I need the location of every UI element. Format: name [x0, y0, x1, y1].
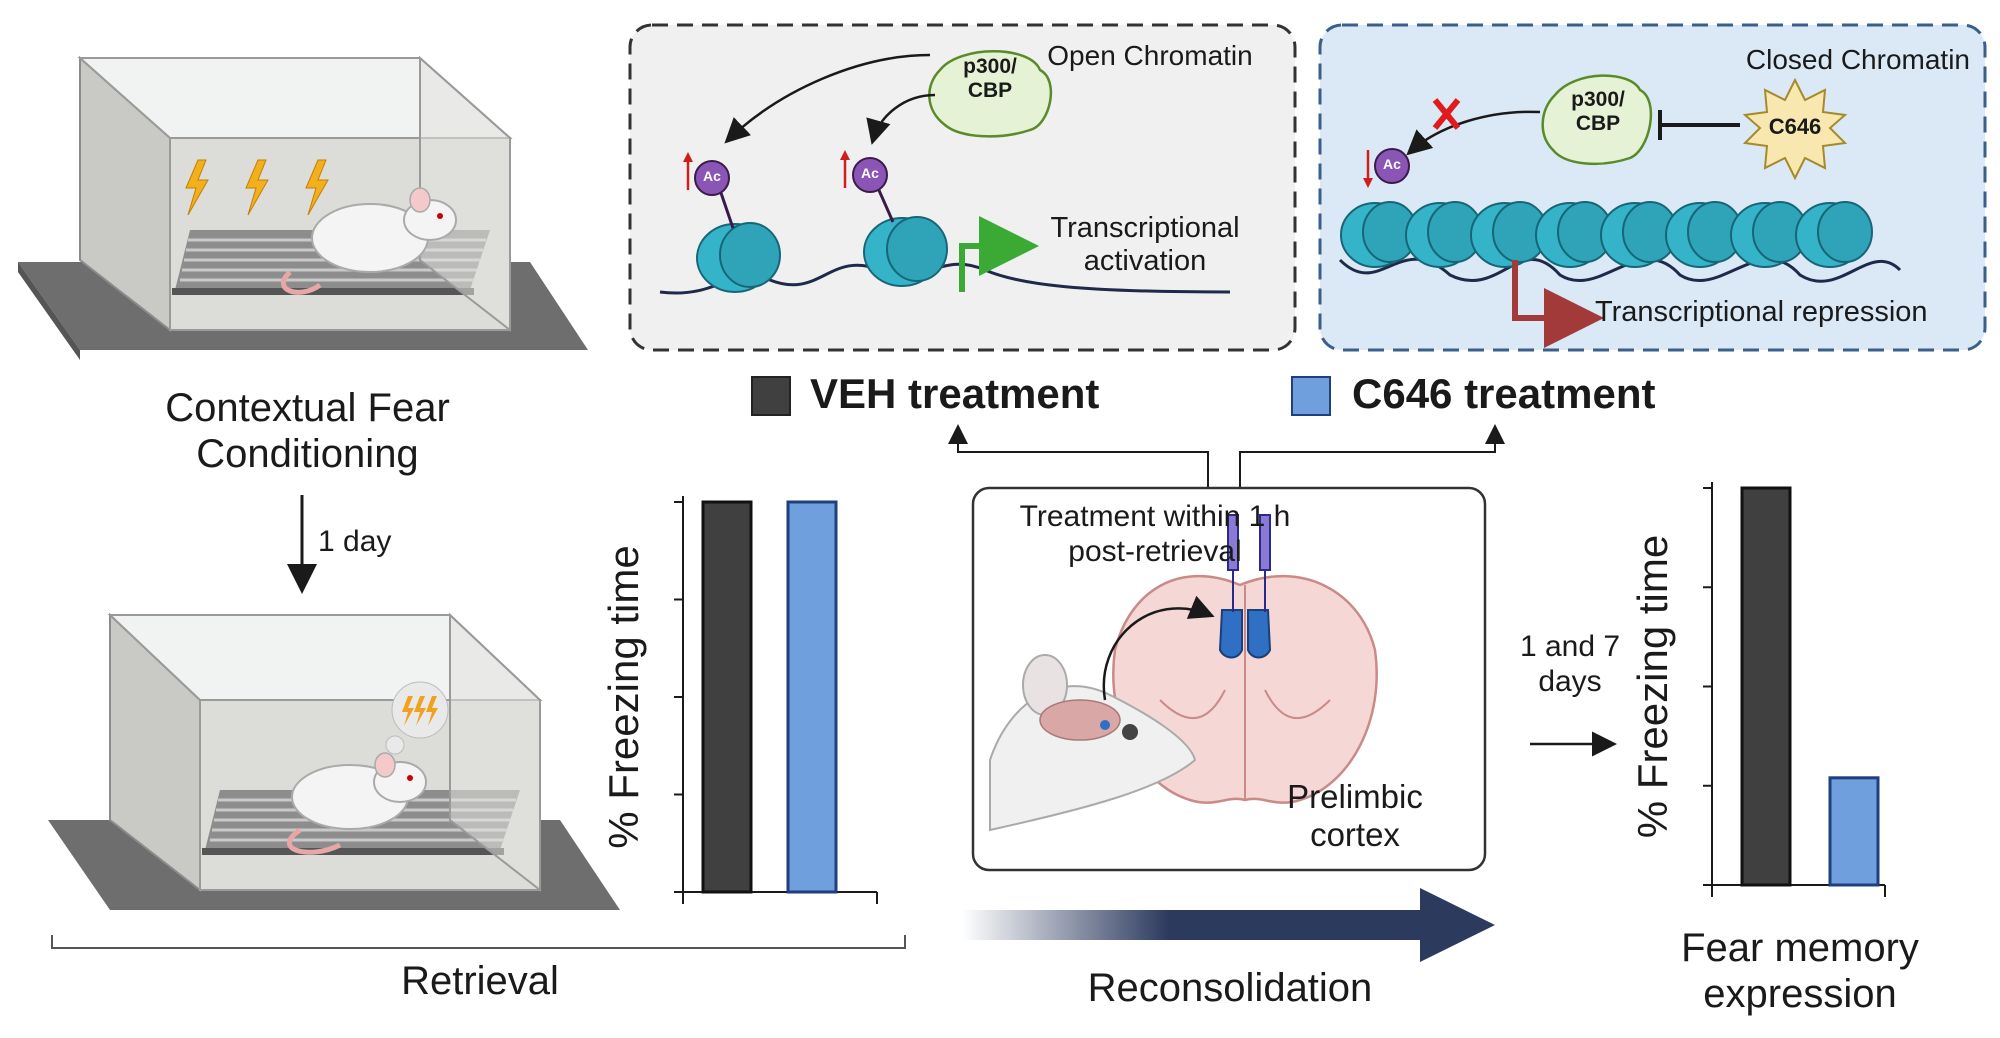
inhibition-icon: [1658, 110, 1740, 140]
bar-veh: [701, 500, 753, 894]
prelimbic-label: Prelimbic cortex: [1287, 778, 1423, 853]
c646-burst-label: C646: [1768, 114, 1822, 139]
days-label: 1 and 7 days: [1519, 630, 1621, 698]
expression-freezing-chart: % Freezing time: [1629, 482, 1886, 897]
closed-p300-label: p300/ CBP: [1571, 88, 1625, 136]
retrieval-freezing-chart: % Freezing time: [600, 496, 878, 904]
repression-arrow-icon: [1512, 260, 1604, 348]
closed-chromatin-panel: [1318, 23, 1987, 352]
mouse-icon: [286, 752, 427, 855]
rat-head-icon: [989, 654, 1197, 832]
p300-cbp-icon: [1541, 74, 1653, 166]
closed-ac-label: Ac: [1383, 156, 1401, 172]
shock-icon: [185, 159, 329, 216]
one-day-label: 1 day: [318, 525, 392, 558]
open-ac-label-2: Ac: [861, 165, 879, 181]
branch-arrows: [948, 424, 1505, 488]
activation-label: Transcriptional activation: [1050, 212, 1240, 278]
conditioning-cage: [18, 55, 588, 360]
bar-c646: [786, 500, 838, 894]
open-p300-label: p300/ CBP: [963, 55, 1017, 103]
open-ac-label-1: Ac: [703, 168, 721, 184]
thought-bubble-icon: [379, 681, 449, 766]
curved-arrow-icon: [1102, 595, 1215, 701]
treatment-timing-label: Treatment within 1 h post-retrieval: [1019, 500, 1291, 568]
retrieval-label: Retrieval: [401, 959, 559, 1003]
p300-cbp-icon: [928, 50, 1053, 138]
y-axis-label: % Freezing time: [600, 545, 647, 848]
expression-label: Fear memory expression: [1681, 926, 1919, 1016]
reconsolidation-label: Reconsolidation: [1087, 966, 1373, 1010]
c646-burst-icon: [1742, 77, 1848, 181]
mouse-icon: [281, 187, 457, 295]
y-axis-label: % Freezing time: [1629, 535, 1676, 838]
retrieval-cage: [48, 612, 620, 910]
c646-swatch: [1291, 376, 1331, 416]
veh-legend-label: VEH treatment: [810, 370, 1100, 417]
open-chromatin-panel: [628, 23, 1297, 352]
nucleosome-icon: [696, 216, 948, 293]
acetyl-mark-icon: [1363, 148, 1410, 188]
retrieval-bracket: [51, 935, 906, 949]
treatment-box: [971, 486, 1487, 872]
closed-chromatin-title: Closed Chromatin: [1745, 44, 1970, 75]
bar-c646: [1828, 776, 1880, 887]
blocked-x-icon: [1432, 98, 1461, 130]
conditioning-label: Contextual Fear Conditioning: [165, 386, 450, 476]
veh-swatch: [751, 376, 791, 416]
bar-veh: [1740, 486, 1792, 887]
reconsolidation-arrow: [962, 888, 1495, 962]
activation-arrow-icon: [959, 216, 1039, 292]
acetyl-mark-icon: [683, 150, 895, 229]
open-chromatin-title: Open Chromatin: [1047, 40, 1253, 71]
repression-label: Transcriptional repression: [1595, 296, 1928, 328]
nucleosome-array-icon: [1340, 201, 1873, 268]
c646-legend-label: C646 treatment: [1352, 370, 1656, 417]
cannula-icon: [1227, 514, 1271, 612]
